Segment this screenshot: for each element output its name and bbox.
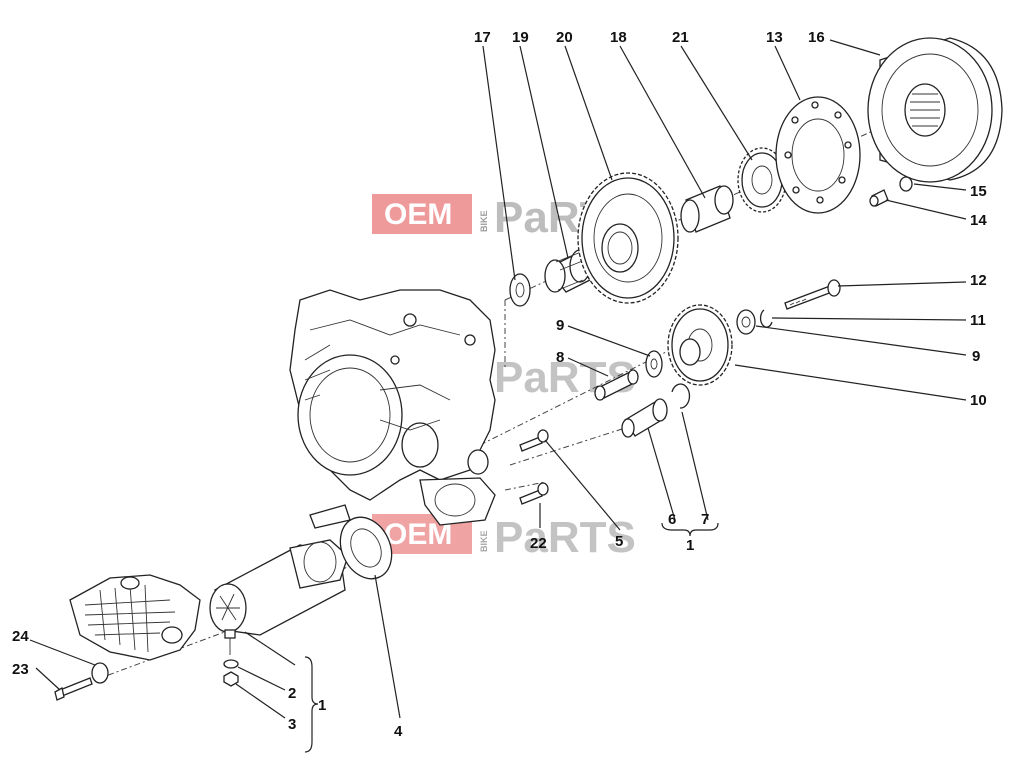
callout-12: 12	[970, 272, 987, 289]
cylinder-head	[69, 574, 201, 661]
gear-20	[577, 172, 679, 304]
nut-3	[223, 671, 239, 687]
callout-20: 20	[556, 29, 573, 46]
bushing-18	[680, 185, 734, 233]
circlip-7	[671, 383, 691, 409]
washer-17	[509, 273, 531, 307]
callout-8: 8	[556, 349, 564, 366]
screw-5	[519, 429, 549, 452]
washer-9-left	[645, 350, 663, 378]
flange-13	[775, 96, 861, 214]
svg-text:OEM: OEM	[384, 198, 452, 231]
callout-10: 10	[970, 392, 987, 409]
callout-23: 23	[12, 661, 29, 678]
callout-17: 17	[474, 29, 491, 46]
screw-12	[784, 279, 841, 310]
washer-2	[223, 659, 239, 669]
callout-2: 2	[288, 685, 296, 702]
watermark-bottom: OEM BIKE PaRTS	[372, 513, 636, 562]
flywheel-16	[867, 37, 1003, 183]
freewheel-21	[737, 147, 787, 213]
cap-15	[899, 176, 913, 192]
callout-14: 14	[970, 212, 987, 229]
pinion-6	[621, 398, 668, 438]
crankcase	[289, 289, 496, 529]
callout-16: 16	[808, 29, 825, 46]
callout-1-right: 1	[686, 537, 694, 554]
callout-5: 5	[615, 533, 623, 550]
svg-text:BIKE: BIKE	[479, 210, 489, 232]
svg-text:BIKE: BIKE	[479, 530, 489, 552]
callout-3: 3	[288, 716, 296, 733]
callout-24: 24	[12, 628, 29, 645]
needle-bearing-19	[544, 249, 591, 293]
pin-8	[594, 369, 639, 401]
gear-10	[667, 304, 733, 386]
starter-motor	[209, 539, 349, 655]
callout-labels: 17 19 20 18 21 13 16 15 14 12 11 9 10 9 …	[12, 29, 987, 740]
callout-1-left: 1	[318, 697, 326, 714]
pin-14	[869, 189, 889, 207]
washer-9-right	[736, 309, 756, 335]
callout-4: 4	[394, 723, 403, 740]
callout-11: 11	[970, 312, 986, 329]
gasket-4	[339, 516, 393, 580]
callout-13: 13	[766, 29, 783, 46]
callout-7: 7	[701, 511, 709, 528]
spacer-24	[91, 662, 109, 684]
callout-22: 22	[530, 535, 547, 552]
callout-9-left: 9	[556, 317, 564, 334]
leader-lines	[29, 39, 967, 753]
callout-21: 21	[672, 29, 689, 46]
screw-23	[54, 677, 93, 701]
callout-18: 18	[610, 29, 627, 46]
callout-9-right: 9	[972, 348, 980, 365]
callout-6: 6	[668, 511, 676, 528]
callout-19: 19	[512, 29, 529, 46]
screw-22	[519, 482, 549, 505]
callout-15: 15	[970, 183, 987, 200]
clip-11	[759, 309, 773, 328]
